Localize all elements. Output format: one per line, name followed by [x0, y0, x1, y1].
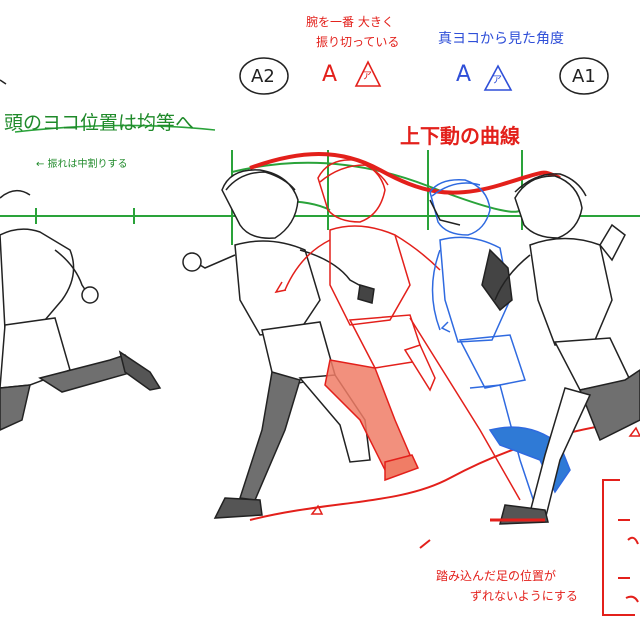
- blue-triangle-mark: [483, 64, 513, 91]
- runner-a1-shirt: [529, 237, 613, 346]
- runner-blue-leg: [469, 384, 541, 521]
- runner-red-leg-line: [409, 317, 521, 501]
- runner-a2-back-hand: [182, 252, 202, 272]
- bracket-scribble: [625, 595, 639, 603]
- runner-blue-arm: [431, 249, 441, 331]
- runner-a1-back-leg: [578, 369, 640, 442]
- runner-left-hair: [0, 189, 31, 199]
- runner-a2-front-hand: [357, 284, 375, 304]
- runner-left-thigh: [0, 384, 31, 431]
- edge-mark: [0, 79, 7, 85]
- foot-path-curve: [249, 419, 640, 521]
- bounce-curve: [249, 152, 561, 195]
- runner-a2-head: [221, 169, 299, 239]
- foot-path-mark: [419, 539, 431, 549]
- runner-left-hand: [81, 286, 99, 304]
- header-marks: [0, 57, 609, 95]
- runner-a2: [182, 169, 375, 519]
- runner-a1-head: [514, 175, 583, 239]
- red-foot-note-line2: ずれないようにする: [470, 589, 578, 603]
- runner-a2-shirt: [234, 240, 321, 336]
- green-head-arc: [231, 161, 524, 213]
- runner-left-shirt: [0, 228, 75, 331]
- runner-red-shirt: [329, 225, 411, 326]
- bracket-scribble: [627, 536, 639, 545]
- red-triangle-mark: [354, 60, 382, 87]
- runner-blue-head-dark: [429, 199, 461, 226]
- runner-red-front-shoe: [403, 344, 436, 392]
- red-a-label: A: [322, 62, 338, 87]
- red-triangle-label: ア: [362, 71, 372, 82]
- runner-left-shoe: [118, 350, 162, 391]
- runner-a1: [490, 173, 640, 525]
- runner-red-hair: [319, 164, 389, 186]
- green-small-note: ← 振れは中割りする: [36, 159, 128, 170]
- runner-left: [0, 189, 162, 431]
- runner-blue-sleeve-dark: [481, 248, 513, 312]
- bracket: [602, 479, 635, 616]
- runner-a2-back-shoe: [213, 497, 263, 519]
- key-a2-label: A2: [251, 66, 275, 87]
- blue-top-note: 真ヨコから見た角度: [438, 31, 564, 47]
- runner-a2-front-arm: [299, 249, 373, 293]
- runner-red-hand: [274, 281, 287, 294]
- foot-path-arrow: [628, 426, 640, 437]
- red-top-note-line2: 振り切っている: [316, 35, 400, 49]
- green-head-note: 頭のヨコ位置は均等へ: [4, 112, 195, 134]
- key-a2-circle: [239, 57, 289, 95]
- runner-a2-back-leg: [239, 371, 301, 501]
- runner-blue-shorts: [458, 334, 526, 389]
- key-a1-label: A1: [572, 66, 596, 87]
- runner-a1-hair: [514, 173, 587, 197]
- foot-path-arrow: [310, 504, 324, 515]
- blue-a-label: A: [456, 62, 472, 87]
- red-motion-note: 上下動の曲線: [400, 124, 520, 148]
- green-underline: [14, 124, 216, 133]
- runner-blue-shirt: [439, 236, 511, 343]
- runner-blue-hair: [431, 182, 481, 197]
- runner-left-arm: [54, 249, 93, 301]
- runner-blue-hand: [440, 321, 451, 333]
- runner-a1-back-arm: [599, 223, 626, 262]
- red-bracket-box: [602, 479, 639, 616]
- runner-blue-head: [429, 179, 491, 236]
- red-top-note-line1: 腕を一番 大きく: [306, 15, 394, 29]
- runner-red-shoe: [384, 454, 420, 482]
- runner-red-head: [317, 159, 386, 223]
- blue-triangle-label: ア: [492, 75, 502, 86]
- runner-a2-hair: [225, 171, 296, 191]
- key-a1-circle: [559, 57, 609, 95]
- runner-a1-front-arm: [494, 254, 531, 301]
- red-foot-note-line1: 踏み込んだ足の位置が: [436, 569, 557, 583]
- runner-red-front-arm: [394, 234, 441, 271]
- runner-red-back-arm: [284, 239, 331, 291]
- runner-red: [274, 159, 521, 501]
